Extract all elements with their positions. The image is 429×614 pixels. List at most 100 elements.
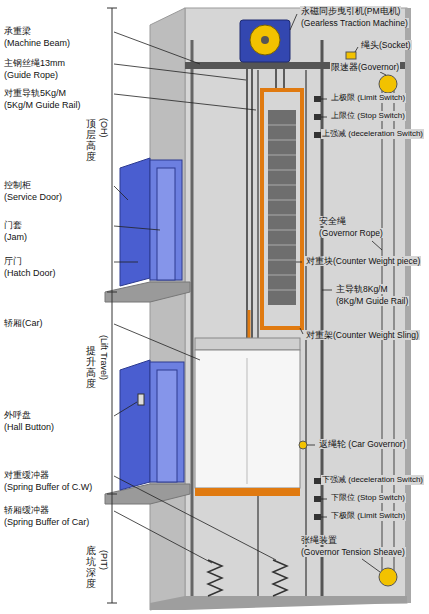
part-label: 控制柜	[3, 180, 32, 191]
leader-line	[380, 72, 386, 75]
part-label: (Spring Buffer of Car)	[3, 517, 90, 528]
leader-line	[300, 328, 303, 334]
part-label: 外呼盘	[3, 410, 32, 421]
leader-line	[114, 262, 138, 263]
part-label: 下限位 (Stop Switch)	[330, 493, 406, 503]
leader-line	[114, 402, 137, 416]
stop-switch	[314, 496, 321, 502]
part-label: (Jam)	[3, 232, 28, 243]
part-label: (Hall Button)	[3, 422, 55, 433]
dimension-label: 顶层高度	[86, 118, 96, 162]
decel-switch	[314, 132, 321, 138]
shaft	[150, 8, 411, 610]
part-label: 轿厢缓冲器	[3, 505, 50, 516]
service-door	[120, 158, 150, 286]
leader-line	[321, 499, 327, 500]
hall-button	[138, 394, 144, 405]
part-label: 上强减 (deceleration Switch)	[321, 129, 424, 139]
part-label: (Governor Tension Sheave)	[300, 547, 406, 557]
part-label: 对重缓冲器	[3, 470, 50, 481]
car-body	[195, 310, 307, 496]
dimension-label: (OH)	[98, 118, 109, 138]
part-label: 下强减 (deceleration Switch)	[321, 475, 424, 485]
decel-switch	[314, 478, 321, 484]
governor	[379, 75, 397, 93]
door-jam	[150, 160, 182, 280]
part-label: (Spring Buffer of C.W)	[3, 482, 93, 493]
leader-line	[114, 226, 160, 230]
part-label: (Gearless Traction Machine)	[300, 18, 409, 28]
part-label: 对重架(Counter Weight Sling)	[305, 330, 420, 340]
doors	[120, 158, 184, 490]
cw-piece-lines	[268, 125, 296, 290]
part-label: (Service Door)	[3, 192, 63, 203]
rails	[192, 40, 322, 596]
part-label: 返绳轮 (Car Governor)	[318, 439, 407, 449]
part-label: (Hatch Door)	[3, 268, 57, 279]
tension-sheave	[379, 568, 397, 586]
hatch-door	[120, 360, 150, 490]
dimension-label: (PIT)	[98, 550, 109, 570]
rope	[251, 55, 253, 340]
leader-line	[307, 445, 315, 446]
sheave	[250, 25, 280, 55]
part-label: (Guide Rope)	[3, 70, 59, 81]
dimension	[107, 8, 117, 603]
car-guide-rail	[321, 40, 324, 596]
part-label: 门套	[3, 220, 23, 231]
rope-socket	[346, 52, 356, 59]
limit-switch	[314, 514, 321, 520]
part-label: 轿厢(Car)	[3, 318, 44, 329]
leader-line	[362, 559, 380, 572]
leader-line	[114, 324, 200, 360]
car-frame	[195, 488, 300, 496]
leader-line	[114, 511, 212, 563]
car-governor	[299, 441, 307, 449]
cw-buffer	[273, 560, 287, 596]
dimension-label: 底坑深度	[86, 545, 96, 589]
dimension-line	[112, 8, 113, 603]
part-label: 下极限 (Limit Switch)	[330, 511, 406, 521]
part-label: (8Kg/M Guide Rail)	[335, 296, 409, 306]
leader-line	[321, 517, 327, 518]
part-label: 张绳装置	[300, 535, 338, 545]
car-sling	[248, 310, 251, 340]
landing-slab	[105, 484, 190, 504]
stop-switch	[314, 114, 321, 120]
cw-guide-rail	[257, 70, 259, 596]
leader-line	[321, 99, 327, 100]
landings	[105, 282, 190, 504]
part-label: 对重块(Counter Weight piece)	[305, 256, 421, 266]
leader-line	[114, 186, 128, 200]
part-label: 对重导轨5Kg/M	[3, 88, 67, 99]
part-label: (5Kg/M Guide Rail)	[3, 100, 82, 111]
traction-machine	[240, 20, 290, 62]
part-label: (Governor Rope)	[318, 228, 384, 238]
car-buffer	[208, 560, 222, 596]
part-label: 永磁同步曳引机(PM电机)	[300, 6, 401, 16]
pit-floor	[150, 596, 407, 610]
car-guide-rail	[191, 40, 194, 596]
leader-line	[355, 47, 358, 52]
switches	[314, 96, 321, 520]
car-door-line	[247, 358, 248, 484]
buffers	[208, 560, 287, 596]
leader-line	[114, 32, 200, 64]
hub	[261, 36, 269, 44]
part-label: 绳头(Socket)	[360, 40, 412, 50]
leader-line	[322, 290, 332, 291]
part-label: 承重梁	[3, 26, 32, 37]
landing-slab	[105, 282, 190, 302]
door-jam	[150, 362, 184, 482]
limit-switch	[314, 96, 321, 102]
part-label: 厅门	[3, 256, 23, 267]
machine-body	[240, 20, 290, 62]
car-top	[195, 338, 300, 350]
part-label: 上限位 (Stop Switch)	[330, 111, 406, 121]
part-label: 安全绳	[318, 216, 347, 226]
cw-pieces	[268, 110, 296, 305]
car	[195, 350, 300, 488]
leader-line	[372, 241, 382, 250]
dimension-tick	[107, 8, 117, 603]
